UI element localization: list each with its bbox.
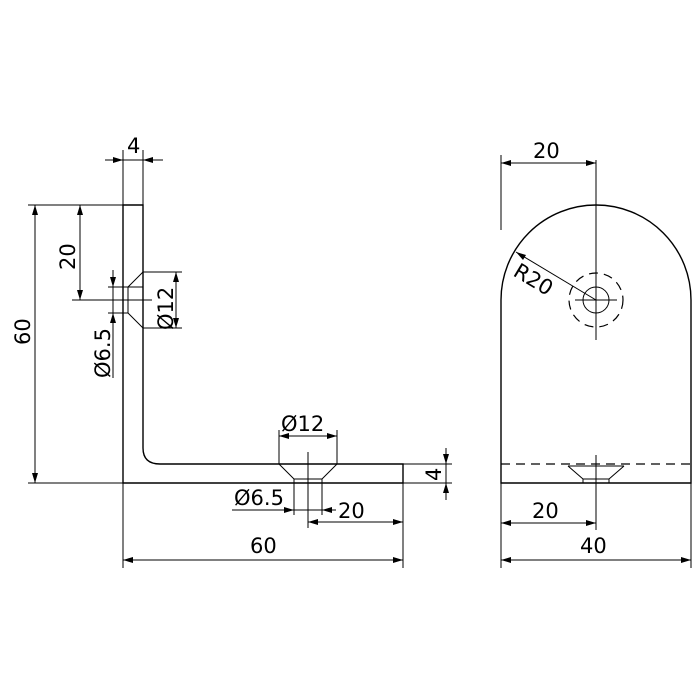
dim-base-hole-offset: 20: [307, 483, 404, 528]
dim-side-hole-offset: 20: [56, 204, 123, 301]
dim-label: 4: [127, 134, 140, 158]
dim-base-hole: Ø6.5: [232, 483, 336, 515]
side-leg-hole: [108, 271, 152, 329]
dim-base-thickness: 4: [403, 448, 452, 500]
dim-label: Ø12: [154, 287, 178, 330]
dim-front-width: 40: [501, 483, 692, 568]
dim-front-top-offset: 20: [500, 139, 596, 230]
dim-label: Ø6.5: [234, 486, 284, 510]
dim-label: R20: [509, 259, 557, 301]
dim-label: 20: [533, 139, 560, 163]
dim-label: 60: [11, 318, 35, 345]
front-hole: [568, 160, 624, 340]
side-view-outline: [122, 204, 404, 484]
front-view-outline: [500, 204, 692, 484]
front-view: 20 R20 20 40: [500, 139, 692, 568]
dim-base-counterbore: Ø12: [278, 412, 338, 464]
dim-label: Ø12: [281, 412, 324, 436]
dim-side-height: 60: [11, 204, 123, 484]
dim-label: 20: [56, 243, 80, 270]
dim-label: Ø6.5: [91, 328, 115, 378]
side-base-hole: [278, 452, 338, 498]
dim-label: 40: [580, 534, 607, 558]
dim-label: 20: [338, 499, 365, 523]
dim-side-thickness: 4: [105, 134, 163, 205]
dim-label: 60: [250, 534, 277, 558]
front-base-hole: [567, 455, 625, 530]
dim-label: 20: [532, 499, 559, 523]
dim-side-counterbore: Ø12: [143, 271, 182, 330]
dim-side-hole: Ø6.5: [91, 270, 128, 378]
dim-front-bottom-offset: 20: [500, 483, 596, 568]
dim-base-length: 60: [122, 483, 404, 568]
side-view: 4 20 60 Ø12: [11, 134, 452, 568]
dim-label: 4: [422, 468, 446, 481]
